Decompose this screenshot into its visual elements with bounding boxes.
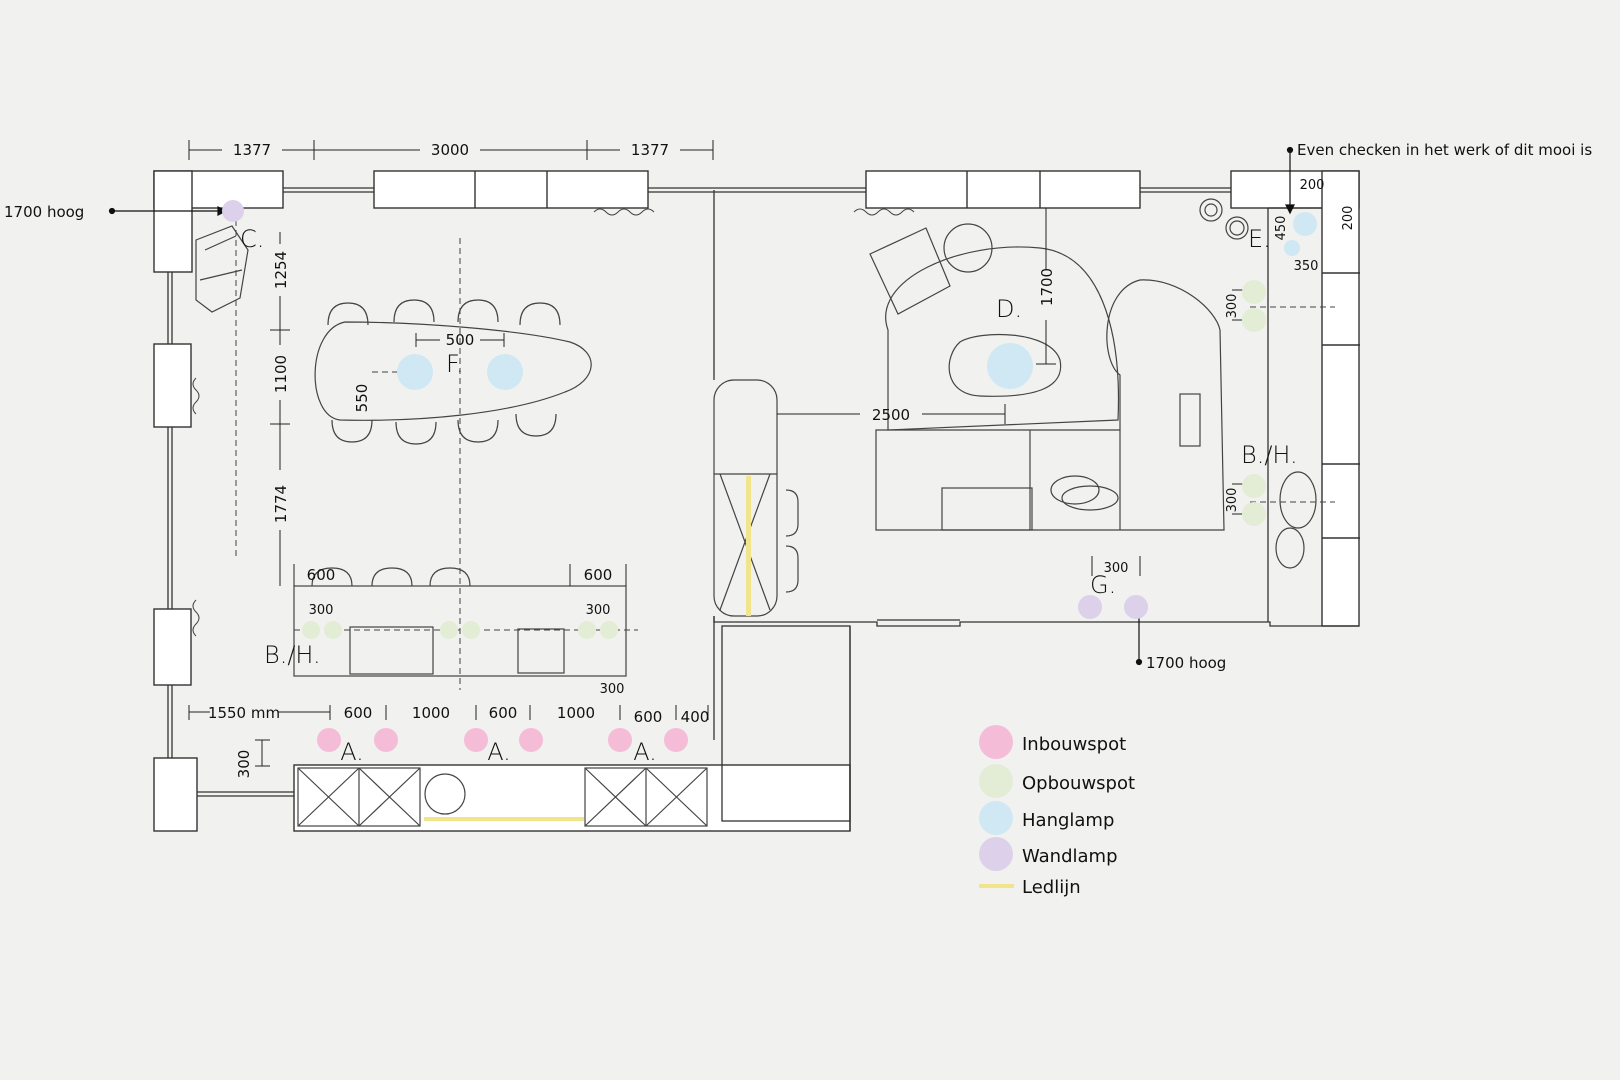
dim-top-3: 1377 (631, 141, 669, 159)
opbouwspot-fixture (1242, 474, 1266, 498)
legend-label-ledlijn: Ledlijn (1022, 877, 1081, 898)
kitchen-island (293, 585, 627, 677)
notes: 1700 hoog 1700 hoog Even checken in het … (4, 141, 1592, 672)
zone-labels: A. A. A. B./H. B./H. C. D. E. F. G. (240, 225, 1298, 766)
dimension-text: 1377 3000 1377 1254 1100 1774 500 550 60… (208, 141, 1356, 778)
dim-kitchen-3: 1000 (412, 704, 450, 722)
label-a-2: A. (487, 738, 511, 766)
legend: Inbouwspot Opbouwspot Hanglamp Wandlamp … (979, 725, 1135, 898)
dim-kitchen-4: 600 (489, 704, 518, 722)
dim-living-3: 300 (1104, 561, 1129, 576)
opbouwspot-fixture (462, 621, 480, 639)
legend-label-inbouwspot: Inbouwspot (1022, 734, 1126, 755)
wandlamp-fixture (1078, 595, 1102, 619)
legend-swatch-ledlijn (979, 884, 1014, 888)
dim-island-left: 600 (307, 566, 336, 584)
opbouwspot-fixture (302, 621, 320, 639)
label-e: E. (1248, 225, 1271, 253)
dim-living-1: 1700 (1038, 268, 1056, 306)
dim-living-9: 350 (1294, 259, 1319, 274)
dim-left-3: 1774 (272, 485, 290, 523)
label-bh-living: B./H. (1241, 441, 1298, 469)
legend-swatch-opbouwspot (979, 764, 1013, 798)
dim-living-6: 450 (1274, 216, 1289, 241)
curtains (192, 208, 915, 637)
hanglamp-fixture (987, 343, 1033, 389)
dimension-lines (188, 140, 1248, 767)
dim-left-1: 1254 (272, 251, 290, 289)
dim-kitchen-7: 400 (681, 708, 710, 726)
opbouwspot-fixture (1242, 280, 1266, 304)
wandlamp-fixture (222, 200, 244, 222)
legend-label-opbouwspot: Opbouwspot (1022, 773, 1135, 794)
dim-kitchen-1: 1550 mm (208, 704, 280, 722)
legend-label-wandlamp: Wandlamp (1022, 846, 1118, 867)
dim-living-4: 300 (1225, 294, 1240, 319)
hanglamp-fixture (1284, 240, 1300, 256)
opbouwspot-fixture (1242, 308, 1266, 332)
dim-left-2: 1100 (272, 355, 290, 393)
wandlamp-fixture (1124, 595, 1148, 619)
label-c: C. (240, 225, 264, 253)
light-fixtures (222, 200, 1317, 752)
led-strips (424, 476, 751, 821)
dim-island-300a: 300 (309, 603, 334, 618)
opbouwspot-fixture (1242, 502, 1266, 526)
hanglamp-fixture (1293, 212, 1317, 236)
dim-table-depth: 550 (353, 384, 371, 413)
label-bh-kitchen: B./H. (264, 641, 321, 669)
inbouwspot-fixture (664, 728, 688, 752)
walls (153, 170, 1360, 832)
opbouwspot-fixture (578, 621, 596, 639)
note-height-bottom: 1700 hoog (1146, 654, 1226, 672)
dim-kitchen-8: 300 (235, 750, 253, 779)
legend-swatch-inbouwspot (979, 725, 1013, 759)
inbouwspot-fixture (608, 728, 632, 752)
opbouwspot-fixture (440, 621, 458, 639)
dim-living-2: 2500 (872, 406, 910, 424)
legend-label-hanglamp: Hanglamp (1022, 810, 1114, 831)
legend-swatch-hanglamp (979, 801, 1013, 835)
opbouwspot-fixture (600, 621, 618, 639)
label-f: F. (446, 350, 464, 378)
dim-island-300c: 300 (600, 682, 625, 697)
dim-island-300b: 300 (586, 603, 611, 618)
dim-kitchen-2: 600 (344, 704, 373, 722)
dim-living-7: 200 (1300, 178, 1325, 193)
note-height-left: 1700 hoog (4, 203, 84, 221)
dim-top-1: 1377 (233, 141, 271, 159)
legend-swatch-wandlamp (979, 837, 1013, 871)
opbouwspot-fixture (324, 621, 342, 639)
furniture (195, 198, 1317, 827)
inbouwspot-fixture (317, 728, 341, 752)
dim-living-5: 300 (1225, 488, 1240, 513)
label-d: D. (996, 295, 1022, 323)
hanglamp-fixture (487, 354, 523, 390)
dim-top-2: 3000 (431, 141, 469, 159)
note-check: Even checken in het werk of dit mooi is (1297, 141, 1592, 159)
inbouwspot-fixture (464, 728, 488, 752)
dim-table-width: 500 (446, 331, 475, 349)
dim-kitchen-5: 1000 (557, 704, 595, 722)
hanglamp-fixture (397, 354, 433, 390)
dim-island-right: 600 (584, 566, 613, 584)
dim-kitchen-6: 600 (634, 708, 663, 726)
label-a-3: A. (633, 738, 657, 766)
dining-table (314, 321, 592, 421)
inbouwspot-fixture (519, 728, 543, 752)
label-g: G. (1090, 571, 1116, 599)
tall-cabinet (713, 379, 778, 617)
label-a-1: A. (340, 738, 364, 766)
inbouwspot-fixture (374, 728, 398, 752)
thin-walls (167, 187, 1359, 831)
dim-living-8: 200 (1341, 206, 1356, 231)
